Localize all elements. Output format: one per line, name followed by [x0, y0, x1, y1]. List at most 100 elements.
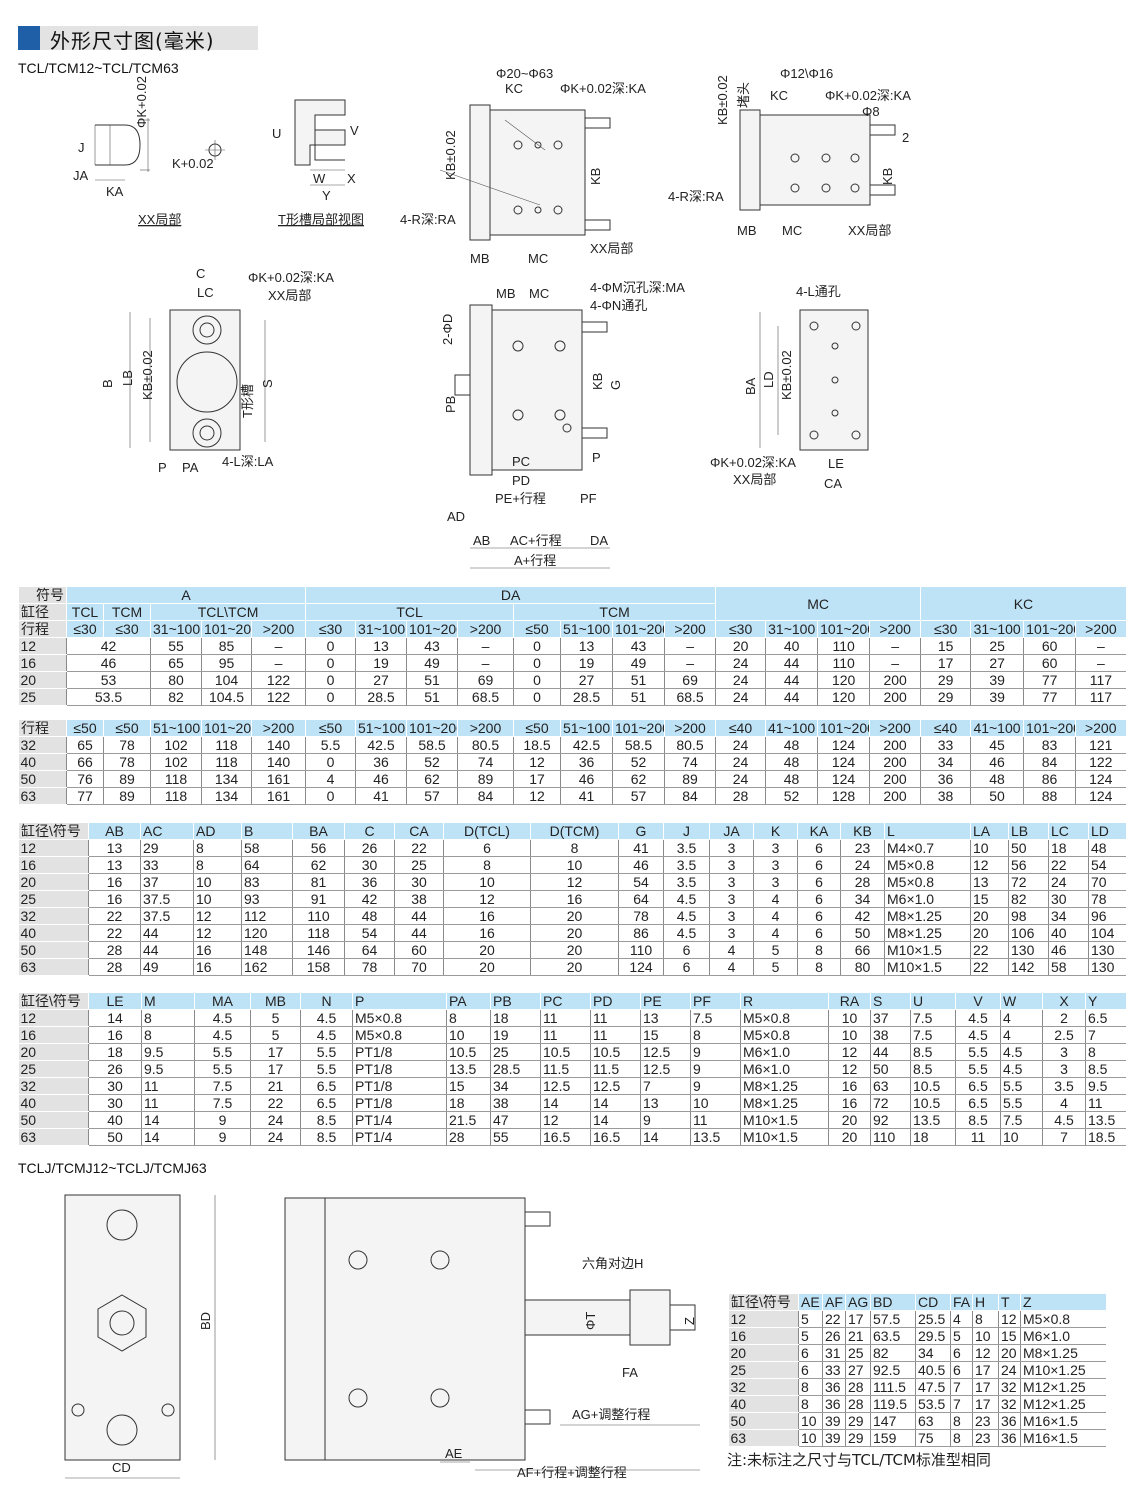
label-mb: MB — [470, 251, 490, 266]
table-cell: 36 — [920, 770, 971, 788]
table-cell: 3.5 — [663, 839, 710, 857]
column-header: B — [241, 823, 293, 840]
table-cell: 10 — [193, 873, 242, 891]
table-cell: 70 — [394, 958, 444, 976]
table-cell: 10 — [828, 1026, 871, 1044]
table-cell: 10 — [798, 1429, 823, 1447]
table-cell: 6 — [797, 924, 841, 942]
table-cell: 46 — [618, 856, 664, 874]
table-cell: 12.5 — [640, 1060, 691, 1078]
table-cell: 25 — [490, 1043, 541, 1061]
table-cell: 8 — [141, 1026, 195, 1044]
table-cell: 52 — [765, 787, 818, 805]
table-cell: – — [1075, 637, 1126, 655]
table-cell: 78 — [344, 958, 395, 976]
table-cell: – — [664, 637, 716, 655]
column-header: 缸径\符号 — [728, 1294, 799, 1311]
table-cell: 38 — [490, 1094, 541, 1112]
table-cell: 5 — [798, 1327, 823, 1345]
table-cell: 41 — [355, 787, 407, 805]
table-cell: 0 — [305, 787, 356, 805]
table-cell: 5.5 — [300, 1043, 353, 1061]
table-cell: 8 — [141, 1009, 195, 1027]
table-cell: 89 — [103, 770, 151, 788]
table-cell: 44 — [870, 1043, 911, 1061]
table-cell: 22 — [394, 839, 444, 857]
table-cell: 7 — [950, 1378, 973, 1396]
table-cell: 5 — [250, 1026, 301, 1044]
table-cell: 17 — [845, 1310, 871, 1328]
table-cell: 8 — [446, 1009, 491, 1027]
table-cell: 12 — [443, 890, 531, 908]
table-cell: M6×1.0 — [884, 890, 971, 908]
table-cell: M6×1.0 — [1020, 1327, 1106, 1345]
column-header: AB — [88, 823, 141, 840]
table-cell: 37 — [870, 1009, 911, 1027]
table-cell: 200 — [869, 688, 921, 706]
label-phik: ΦK+0.02 — [134, 76, 149, 128]
table-cell: 5.5 — [194, 1060, 251, 1078]
table-cell: 4 — [1000, 1026, 1043, 1044]
bore-size: 25 — [728, 1361, 799, 1379]
table-cell: 34 — [490, 1077, 541, 1095]
table-cell: 16 — [530, 890, 619, 908]
table-cell: 6 — [950, 1344, 973, 1362]
table-cell: 36 — [344, 873, 395, 891]
label-a: A+行程 — [514, 553, 556, 568]
table-cell: 5.5 — [194, 1043, 251, 1061]
table-cell: 77 — [1023, 671, 1076, 689]
bore-size: 63 — [18, 787, 67, 805]
table-cell: – — [869, 654, 921, 672]
dimension-table-a-da-mc-kc-large: 行程≤50≤5051~100101~200>200≤5051~100101~20… — [18, 720, 1126, 805]
label-ae: AE — [445, 1446, 463, 1461]
table-cell: 13 — [640, 1009, 691, 1027]
label-kb-tol: KB±0.02 — [443, 130, 458, 180]
table-cell: 130 — [1088, 958, 1126, 976]
table-cell: 7 — [640, 1077, 691, 1095]
table-cell: M6×1.0 — [740, 1043, 829, 1061]
label-kc: KC — [770, 88, 788, 103]
label-xx: XX局部 — [848, 223, 891, 238]
table-cell: – — [250, 654, 306, 672]
column-header: X — [1042, 993, 1086, 1010]
table-cell: 28 — [88, 941, 141, 959]
table-cell: 21 — [845, 1327, 871, 1345]
bore-size: 12 — [18, 1009, 89, 1027]
bore-size: 50 — [18, 1111, 89, 1129]
table-cell: 30 — [1048, 890, 1089, 908]
table-cell: 11 — [141, 1094, 195, 1112]
label-l: 4-L深:LA — [222, 454, 274, 469]
table-cell: 52 — [406, 753, 458, 771]
table-cell: 0 — [513, 654, 561, 672]
column-header: KA — [797, 823, 841, 840]
table-cell: 4 — [753, 907, 798, 925]
table-cell: 46 — [355, 770, 407, 788]
table-cell: PT1/4 — [352, 1111, 447, 1129]
table-cell: 14 — [590, 1094, 641, 1112]
table-cell: 80 — [840, 958, 885, 976]
table-cell: 27 — [355, 671, 407, 689]
table-cell: 6 — [443, 839, 531, 857]
bore-size: 16 — [18, 856, 89, 874]
column-header: CA — [394, 823, 444, 840]
table-cell: 86 — [618, 924, 664, 942]
stroke-range: 31~100 — [765, 620, 818, 638]
table-cell: 15 — [998, 1327, 1021, 1345]
column-header: LE — [88, 993, 142, 1010]
table-cell: 56 — [292, 839, 345, 857]
label-v: V — [350, 123, 359, 138]
table-cell: M16×1.5 — [1020, 1412, 1106, 1430]
bore-size: 50 — [728, 1412, 799, 1430]
column-header: C — [344, 823, 395, 840]
label-j: J — [78, 140, 85, 155]
table-cell: 16 — [193, 958, 242, 976]
bore-size: 63 — [728, 1429, 799, 1447]
table-cell: 83 — [1023, 736, 1076, 754]
